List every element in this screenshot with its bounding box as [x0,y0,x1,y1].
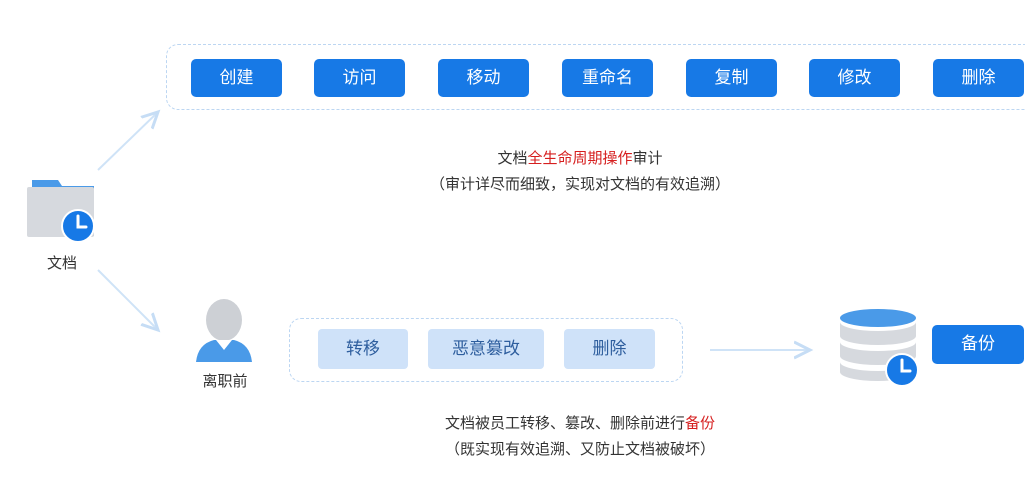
arrow-to-operations [97,112,158,171]
op-button-rename[interactable]: 重命名 [562,59,653,97]
audit-caption-line2: （审计详尽而细致，实现对文档的有效追溯） [429,175,730,193]
database-clock-icon [840,309,919,387]
operations-box [166,44,1025,110]
risk-button-tamper[interactable]: 恶意篡改 [428,329,544,369]
op-button-access[interactable]: 访问 [314,59,405,97]
op-button-modify[interactable]: 修改 [809,59,900,97]
risk-actions-box [289,318,683,382]
backup-caption-line2: （既实现有效追溯、又防止文档被破坏） [444,440,715,458]
folder-clock-icon [27,180,95,243]
op-button-copy[interactable]: 复制 [686,59,777,97]
op-button-move[interactable]: 移动 [438,59,529,97]
backup-button[interactable]: 备份 [932,325,1024,364]
folder-label: 文档 [46,254,77,272]
person-icon [196,299,252,362]
risk-button-transfer[interactable]: 转移 [318,329,408,369]
backup-caption-line1: 文档被员工转移、篡改、删除前进行备份 [444,414,716,432]
op-button-create[interactable]: 创建 [191,59,282,97]
arrow-to-person [97,269,158,330]
op-button-delete[interactable]: 删除 [933,59,1024,97]
person-label: 离职前 [202,372,248,390]
audit-caption-line1: 文档全生命周期操作审计 [497,149,663,167]
risk-button-delete[interactable]: 删除 [564,329,655,369]
